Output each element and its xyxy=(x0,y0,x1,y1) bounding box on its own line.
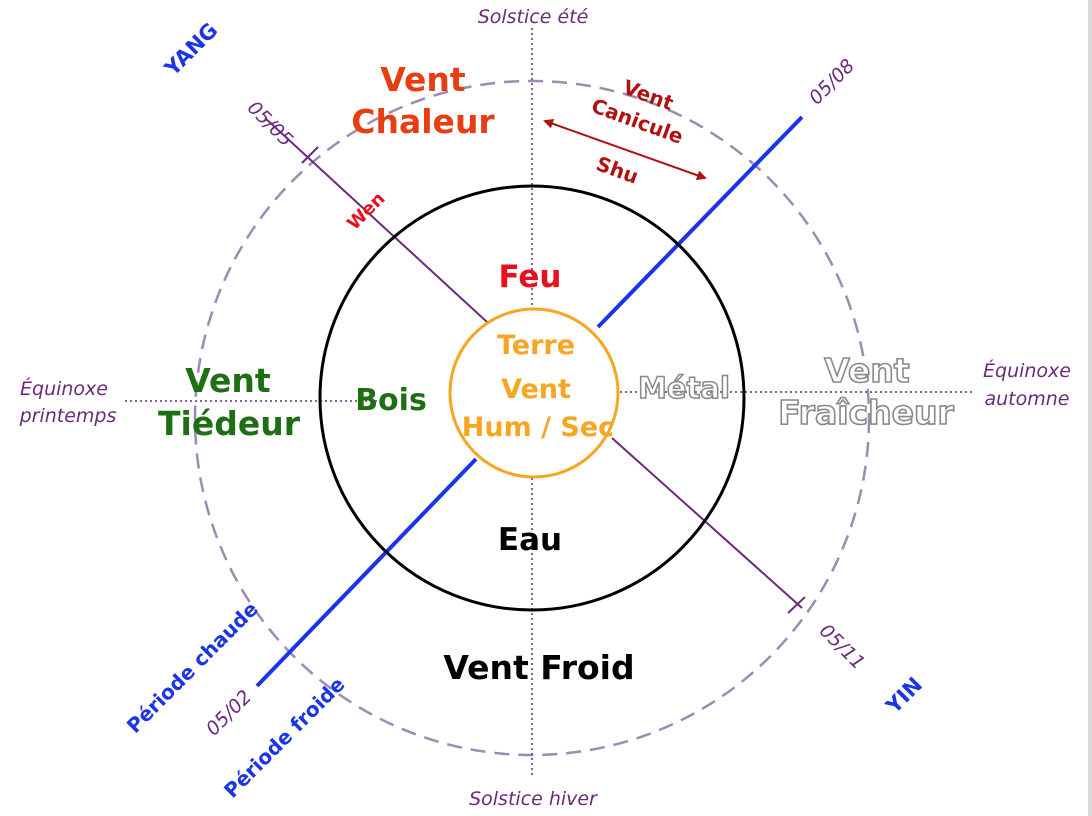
periode-chaude-label: Période chaude xyxy=(122,597,263,738)
date-0508-label: 05/08 xyxy=(805,55,859,109)
purple-diagonal-upper xyxy=(264,117,488,323)
feu-label: Feu xyxy=(498,259,561,295)
tick-0505 xyxy=(301,146,319,164)
vent-fraicheur-label-1: Vent xyxy=(824,351,910,390)
yin-label: YIN xyxy=(881,672,927,718)
tick-0511 xyxy=(787,596,806,614)
date-0502-label: 05/02 xyxy=(202,686,256,740)
solstice-hiver-label: Solstice hiver xyxy=(469,788,598,810)
blue-diagonal-lower xyxy=(255,457,478,688)
date-0511-label: 05/11 xyxy=(815,620,869,674)
equinoxe-printemps-label-1: Équinoxe xyxy=(20,377,108,400)
solstice-ete-label: Solstice été xyxy=(478,6,589,28)
vent-fraicheur-label-2: Fraîcheur xyxy=(778,393,954,432)
center-circle xyxy=(448,307,620,479)
blue-diagonal-upper xyxy=(596,115,804,329)
metal-label: Métal xyxy=(638,371,730,405)
vent-center-label-1: Vent xyxy=(501,374,571,405)
vent-froid-label: Vent Froid xyxy=(443,648,634,687)
yang-label: YANG xyxy=(159,18,222,81)
vent-center-label-2: Hum / Sec xyxy=(462,412,614,443)
date-0505-label: 05/05 xyxy=(243,97,297,151)
terre-label: Terre xyxy=(497,330,575,361)
canicule-arrow xyxy=(543,118,707,181)
equinoxe-printemps-label-2: printemps xyxy=(19,405,117,427)
vent-chaleur-label-2: Chaleur xyxy=(351,102,495,141)
vent-tiedeur-label-1: Vent xyxy=(185,361,271,400)
equinoxe-automne-label-1: Équinoxe xyxy=(983,359,1071,382)
middle-circle xyxy=(318,184,746,612)
right-edge-border xyxy=(1088,0,1092,816)
vent-chaleur-label-1: Vent xyxy=(380,60,466,99)
vent-tiedeur-label-2: Tiédeur xyxy=(158,404,301,443)
shu-label: Shu xyxy=(593,151,642,188)
eau-label: Eau xyxy=(498,522,562,558)
bois-label: Bois xyxy=(355,383,427,418)
equinoxe-automne-label-2: automne xyxy=(985,388,1070,410)
purple-diagonal-lower xyxy=(611,437,803,609)
